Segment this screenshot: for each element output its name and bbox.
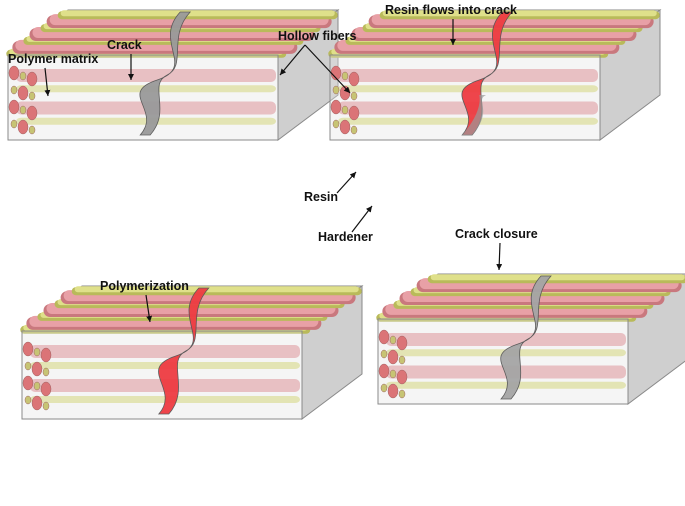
hardener-fiber-end [28, 91, 36, 101]
label-hollow-fibers: Hollow fibers [278, 29, 357, 43]
resin-fiber-end [40, 347, 52, 363]
crack-unfilled-part [462, 95, 487, 135]
label-resin: Resin [304, 190, 338, 204]
panel-resin-flow [328, 9, 662, 141]
resin-fiber-end [31, 395, 43, 411]
hardener-fiber-end [24, 395, 32, 405]
hardener-fiber-end [42, 401, 50, 411]
hardener-fiber-end [33, 381, 41, 391]
crack-open [139, 11, 192, 136]
hardener-fiber-end [389, 335, 397, 345]
panel-closure [376, 273, 685, 405]
leader-hardener [351, 205, 373, 233]
hardener-fiber-end [24, 361, 32, 371]
hardener-fiber-end [19, 105, 27, 115]
leader-crack-closure [496, 242, 503, 271]
resin-fiber-front [338, 69, 598, 82]
resin-fiber-end [378, 329, 390, 345]
resin-fiber-end [378, 363, 390, 379]
resin-fiber-end [22, 341, 34, 357]
hardener-fiber-end [10, 119, 18, 129]
resin-fiber-end [396, 369, 408, 385]
resin-fiber-end [17, 85, 29, 101]
resin-fiber-end [348, 105, 360, 121]
resin-fiber-end [26, 71, 38, 87]
hardener-fiber-end [350, 91, 358, 101]
hardener-fiber-front [386, 381, 626, 389]
hardener-fiber-end [389, 369, 397, 379]
hardener-fiber-end [332, 85, 340, 95]
hardener-fiber-end [398, 355, 406, 365]
resin-fiber-end [8, 99, 20, 115]
hardener-fiber-end [42, 367, 50, 377]
hardener-fiber-front [338, 117, 598, 125]
label-crack: Crack [107, 38, 142, 52]
hardener-fiber-end [398, 389, 406, 399]
resin-fiber-end [26, 105, 38, 121]
hardener-fiber-front [16, 117, 276, 125]
label-polymerization: Polymerization [100, 279, 189, 293]
hardener-fiber-end [341, 71, 349, 81]
resin-fiber-end [31, 361, 43, 377]
hardener-fiber-end [380, 383, 388, 393]
hardener-fiber-end [341, 105, 349, 115]
resin-fiber-front [386, 333, 626, 346]
resin-fiber-front [16, 69, 276, 82]
resin-fiber-end [348, 71, 360, 87]
resin-fiber-end [40, 381, 52, 397]
resin-fiber-end [330, 99, 342, 115]
leader-resin [336, 171, 357, 194]
hardener-fiber-end [19, 71, 27, 81]
leader-polymer-matrix [44, 67, 51, 97]
label-resin-flows: Resin flows into crack [385, 3, 517, 17]
resin-fiber-end [387, 383, 399, 399]
matrix-front-face [21, 330, 303, 420]
crack-resin-full [157, 287, 210, 415]
resin-fiber-end [22, 375, 34, 391]
hardener-fiber-end [350, 125, 358, 135]
panel-crack [6, 9, 340, 141]
label-polymer-matrix: Polymer matrix [8, 52, 98, 66]
label-crack-closure: Crack closure [455, 227, 538, 241]
leader-polymerization [145, 294, 153, 323]
panel-polymerization [20, 285, 364, 420]
resin-fiber-end [339, 119, 351, 135]
resin-fiber-end [8, 65, 20, 81]
resin-fiber-front [30, 345, 300, 358]
resin-fiber-end [396, 335, 408, 351]
resin-fiber-end [17, 119, 29, 135]
label-hardener: Hardener [318, 230, 373, 244]
leader-hollow-fibers-2 [304, 44, 351, 94]
crack-cured [500, 275, 552, 400]
hardener-fiber-end [380, 349, 388, 359]
leader-hollow-fibers-1 [279, 44, 306, 76]
hardener-fiber-end [28, 125, 36, 135]
hardener-fiber-end [332, 119, 340, 129]
resin-fiber-end [387, 349, 399, 365]
hardener-fiber-end [33, 347, 41, 357]
hardener-fiber-end [10, 85, 18, 95]
